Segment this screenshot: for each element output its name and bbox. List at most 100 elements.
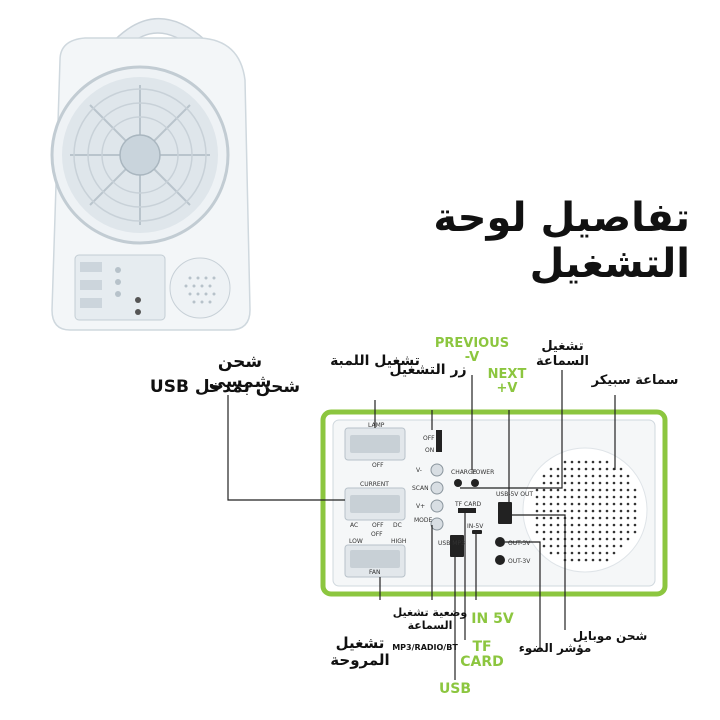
panel-out2: OUT-3V <box>508 558 531 565</box>
speaker-hole <box>598 537 602 541</box>
speaker-hole <box>626 488 630 492</box>
speaker-hole <box>612 530 616 534</box>
speaker-hole <box>619 523 623 527</box>
panel-dc: DC <box>393 522 402 529</box>
fan-product-image <box>40 0 270 335</box>
panel-power: POWER <box>472 469 494 476</box>
panel-fan-off: OFF <box>371 531 383 538</box>
speaker-hole <box>584 544 588 548</box>
speaker-hole <box>556 530 560 534</box>
speaker-hole <box>577 551 581 555</box>
speaker-hole <box>549 537 553 541</box>
speaker-hole <box>612 495 616 499</box>
speaker-hole <box>605 544 609 548</box>
panel-tf-card: TF CARD <box>454 501 481 508</box>
speaker-hole <box>619 516 623 520</box>
speaker-hole <box>598 460 602 464</box>
speaker-hole <box>563 467 567 471</box>
lamp-on-label: تشغيل اللمبة <box>330 353 420 369</box>
panel-usb-mp3: USB MP3 <box>438 540 465 547</box>
speaker-hole <box>612 537 616 541</box>
speaker-hole <box>605 558 609 562</box>
speaker-hole <box>577 537 581 541</box>
speaker-hole <box>591 460 595 464</box>
speaker-hole <box>549 544 553 548</box>
speaker-hole <box>633 488 637 492</box>
speaker-hole <box>549 467 553 471</box>
speaker-hole <box>619 488 623 492</box>
speaker-hole <box>619 537 623 541</box>
speaker-hole <box>605 551 609 555</box>
speaker-hole <box>598 544 602 548</box>
speaker-hole <box>591 467 595 471</box>
speaker-hole <box>535 516 539 520</box>
speaker-label: سماعة سبيكر <box>591 373 679 388</box>
speaker-hole <box>556 537 560 541</box>
panel-scan: SCAN <box>412 485 429 492</box>
speaker-hole <box>556 474 560 478</box>
speaker-hole <box>549 488 553 492</box>
speaker-hole <box>605 474 609 478</box>
speaker-hole <box>584 488 588 492</box>
speaker-hole <box>605 530 609 534</box>
speaker-hole <box>612 509 616 513</box>
speaker-hole <box>612 502 616 506</box>
speaker-hole <box>563 502 567 506</box>
speaker-hole <box>570 502 574 506</box>
speaker-hole <box>556 516 560 520</box>
speaker-hole <box>577 474 581 478</box>
speaker-hole <box>633 509 637 513</box>
speaker-hole <box>556 544 560 548</box>
speaker-hole <box>619 530 623 534</box>
speaker-hole <box>570 544 574 548</box>
speaker-hole <box>584 523 588 527</box>
mode-label: وضعية تشغيل السماعة <box>392 606 468 632</box>
speaker-hole <box>542 474 546 478</box>
speaker-hole <box>626 474 630 478</box>
fan-on-label: تشغيل المروحة <box>330 634 390 670</box>
speaker-hole <box>542 530 546 534</box>
speaker-hole <box>556 488 560 492</box>
speaker-hole <box>577 530 581 534</box>
speaker-hole <box>549 474 553 478</box>
in5v-label: IN 5V <box>471 611 514 627</box>
speaker-hole <box>542 537 546 541</box>
speaker-hole <box>605 460 609 464</box>
speaker-hole <box>570 509 574 513</box>
panel-switch-on: ON <box>425 447 434 454</box>
speaker-hole <box>598 474 602 478</box>
panel-ac: AC <box>350 522 358 529</box>
speaker-hole <box>570 551 574 555</box>
speaker-hole <box>570 467 574 471</box>
speaker-hole <box>577 460 581 464</box>
panel-usb5v: USB-5V OUT <box>496 491 533 498</box>
speaker-hole <box>577 481 581 485</box>
panel-vplus: V+ <box>416 503 425 510</box>
speaker-hole <box>605 516 609 520</box>
speaker-hole <box>570 488 574 492</box>
speaker-hole <box>584 467 588 471</box>
mobile-charge-label: شحن موبايل <box>572 629 648 643</box>
speaker-hole <box>591 509 595 513</box>
speaker-hole <box>605 537 609 541</box>
speaker-hole <box>598 516 602 520</box>
speaker-hole <box>535 530 539 534</box>
speaker-hole <box>598 523 602 527</box>
panel-charge: CHARGE <box>451 469 477 476</box>
speaker-hole <box>563 509 567 513</box>
speaker-hole <box>570 481 574 485</box>
speaker-hole <box>591 558 595 562</box>
speaker-hole <box>598 495 602 499</box>
speaker-hole <box>619 509 623 513</box>
speaker-hole <box>542 509 546 513</box>
speaker-hole <box>591 488 595 492</box>
speaker-hole <box>612 544 616 548</box>
speaker-hole <box>570 495 574 499</box>
speaker-hole <box>556 509 560 513</box>
speaker-hole <box>570 474 574 478</box>
speaker-hole <box>535 509 539 513</box>
speaker-hole <box>570 516 574 520</box>
panel-fan: FAN <box>369 569 381 576</box>
speaker-hole <box>605 502 609 506</box>
